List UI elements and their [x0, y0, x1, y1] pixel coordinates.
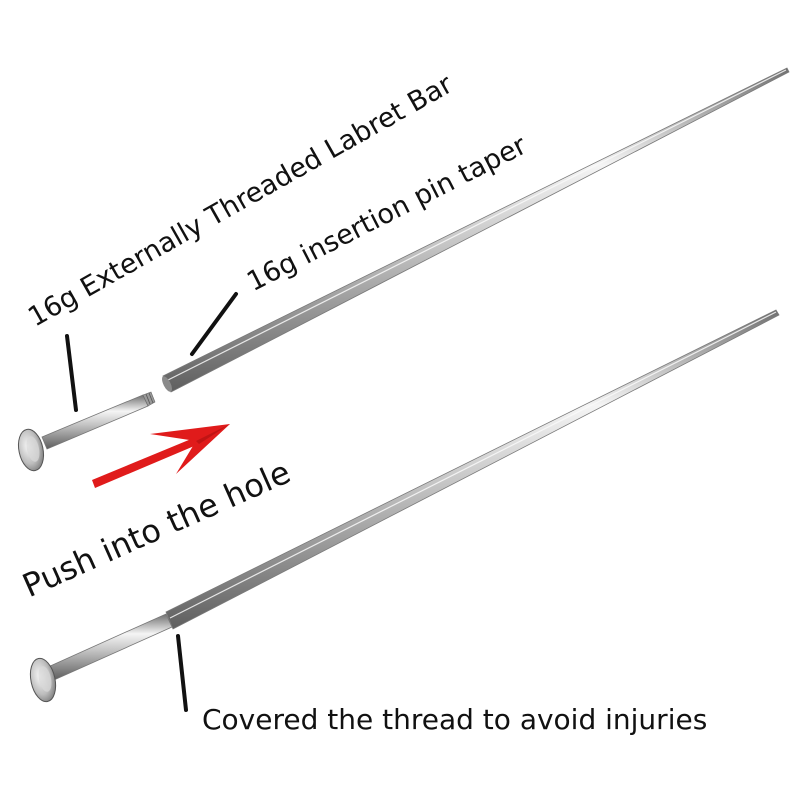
covered-thread-label: Covered the thread to avoid injuries [202, 703, 708, 736]
pointer-line-cover [176, 634, 188, 712]
labret-bar-top [17, 391, 156, 472]
pointer-line-bar [65, 334, 78, 412]
pointer-line-pin [190, 292, 238, 356]
red-arrow-icon [92, 424, 230, 488]
insertion-pin-taper [162, 67, 790, 393]
labret-bar-bottom [29, 613, 173, 703]
